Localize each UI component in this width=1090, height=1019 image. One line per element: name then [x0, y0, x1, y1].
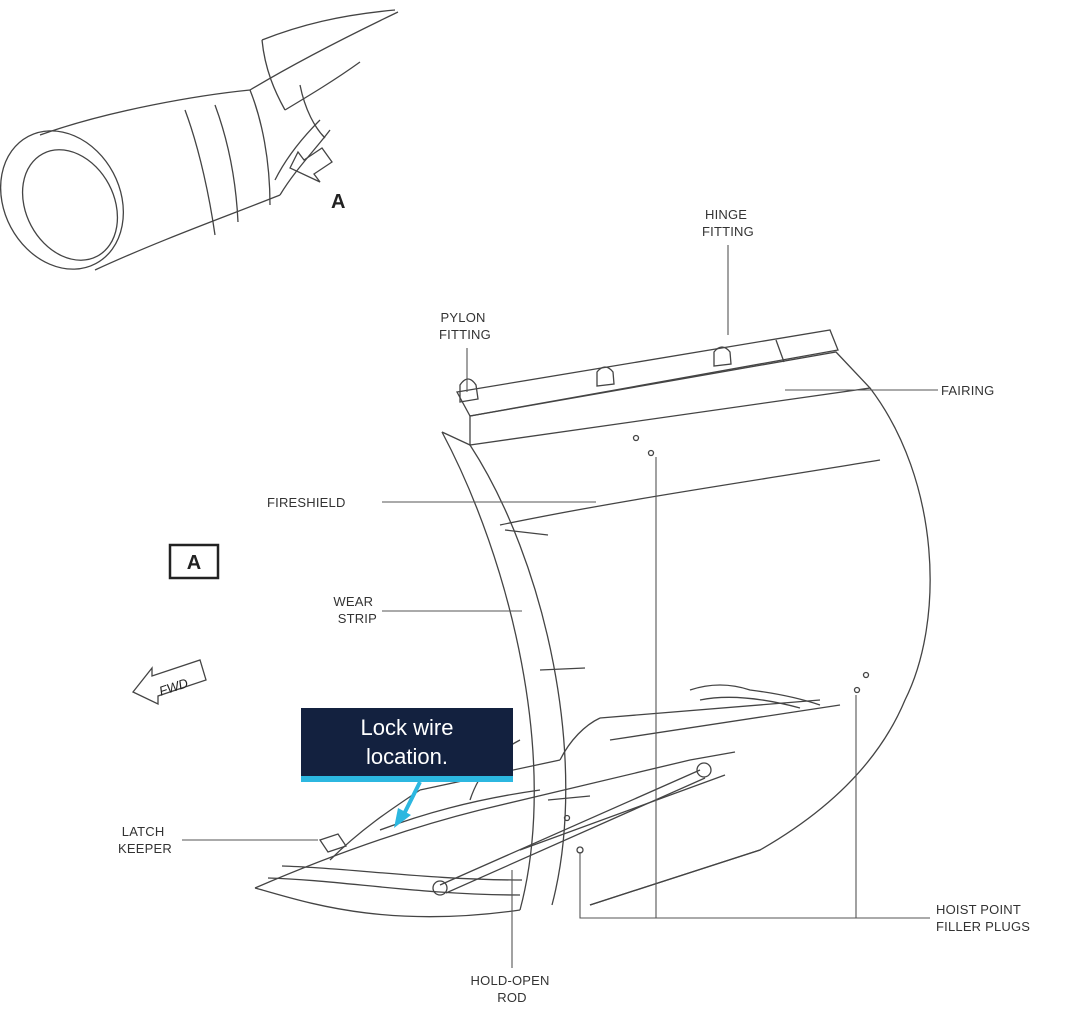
leader-lines — [182, 245, 938, 968]
fireshield-label: FIRESHIELD — [267, 495, 346, 510]
pylon-fitting-label: PYLON FITTING — [439, 310, 491, 342]
view-letter: A — [331, 191, 345, 213]
wear-strip-label: WEAR STRIP — [333, 594, 377, 626]
fairing-label: FAIRING — [941, 383, 994, 398]
latch-keeper-label: LATCH KEEPER — [118, 824, 172, 856]
callout-line-1: Lock wire — [360, 715, 454, 740]
view-box-a: A — [168, 543, 220, 580]
fwd-arrow-icon: FWD — [131, 659, 207, 706]
svg-text:A: A — [187, 552, 201, 574]
lock-wire-callout: Lock wire location. — [301, 708, 513, 782]
hold-open-rod-label: HOLD-OPEN ROD — [471, 973, 554, 1005]
engine-thumbnail — [0, 9, 399, 271]
fwd-label: FWD — [157, 675, 190, 698]
cowl-panel — [254, 329, 931, 918]
callout-line-2: location. — [366, 744, 448, 769]
hinge-fitting-label: HINGE FITTING — [702, 207, 754, 239]
hoist-point-label: HOIST POINT FILLER PLUGS — [936, 902, 1030, 934]
view-arrow-icon — [289, 147, 333, 183]
callout-arrow-icon — [394, 781, 422, 828]
